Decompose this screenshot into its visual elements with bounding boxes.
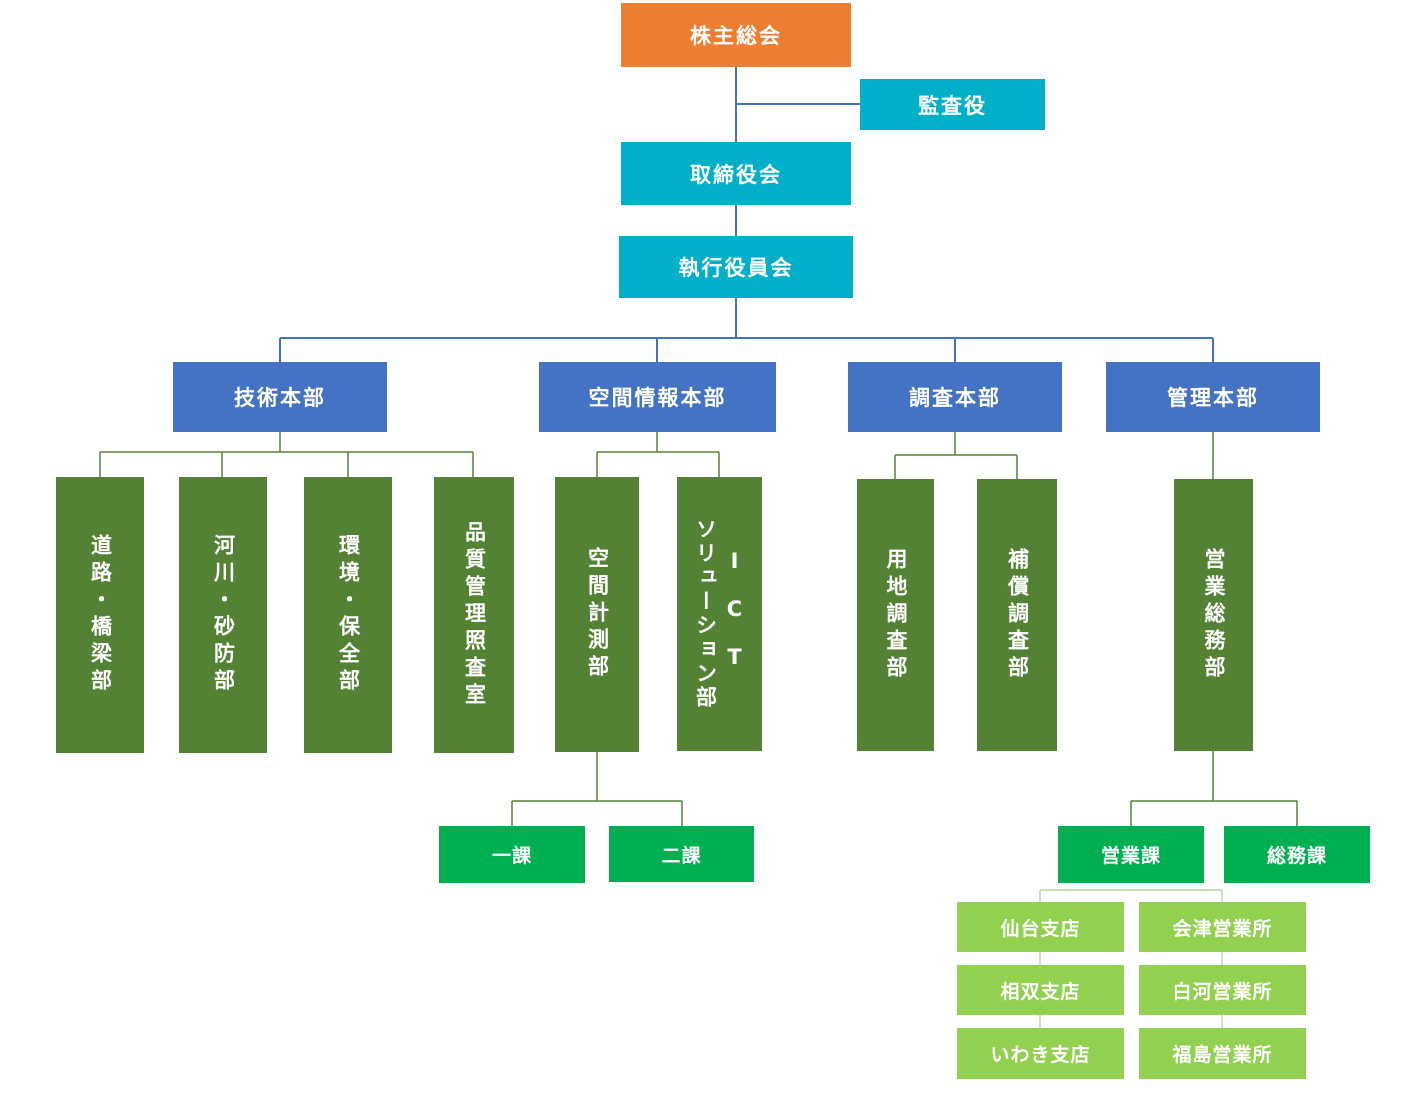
spatial-survey-dept-label: 空間計測部 (585, 547, 610, 682)
tech-hq-box: 技術本部 (173, 362, 387, 432)
shareholders-meeting-box: 株主総会 (621, 3, 851, 67)
auditor-label: 監査役 (918, 93, 987, 118)
shirakawa-office-box: 白河営業所 (1139, 965, 1306, 1015)
ict-solution-dept-label-line1: ICT (722, 549, 747, 693)
board-of-directors-label: 取締役会 (690, 162, 782, 187)
aizu-office-label: 会津営業所 (1172, 917, 1273, 940)
sales-section-label: 営業課 (1100, 845, 1161, 867)
sales-admin-dept-label: 営業総務部 (1202, 547, 1226, 683)
sendai-branch-box: 仙台支店 (957, 902, 1124, 952)
shareholders-meeting-label: 株主総会 (690, 24, 782, 48)
admin-hq-box: 管理本部 (1106, 362, 1320, 432)
auditor-box: 監査役 (860, 79, 1045, 130)
spatial-hq-label: 空間情報本部 (588, 386, 727, 410)
river-erosion-dept-box: 河川・砂防部 (179, 477, 267, 753)
ict-solution-dept-label-line2: ソリューション部 (693, 518, 718, 710)
land-survey-dept-box: 用地調査部 (857, 479, 934, 751)
sales-section-box: 営業課 (1058, 826, 1204, 883)
land-survey-dept-label: 用地調査部 (884, 547, 908, 683)
general-affairs-section-label: 総務課 (1266, 845, 1327, 867)
admin-hq-label: 管理本部 (1167, 386, 1259, 410)
executive-committee-label: 執行役員会 (678, 256, 794, 280)
survey-hq-label: 調査本部 (909, 386, 1001, 410)
spatial-hq-box: 空間情報本部 (539, 362, 776, 432)
section-1-label: 一課 (491, 845, 532, 867)
department-connectors (99, 432, 1298, 826)
section-1-box: 一課 (439, 826, 585, 883)
river-erosion-dept-label: 河川・砂防部 (211, 534, 236, 696)
soso-branch-box: 相双支店 (957, 965, 1124, 1015)
sales-admin-dept-box: 営業総務部 (1174, 479, 1253, 751)
board-of-directors-box: 取締役会 (621, 142, 851, 205)
compensation-survey-dept-box: 補償調査部 (977, 479, 1057, 751)
road-bridge-dept-label: 道路・橋梁部 (88, 534, 113, 696)
iwaki-branch-label: いわき支店 (990, 1044, 1091, 1066)
fukushima-office-box: 福島営業所 (1139, 1028, 1306, 1079)
soso-branch-label: 相双支店 (1000, 980, 1081, 1003)
compensation-survey-dept-label: 補償調査部 (1005, 547, 1030, 683)
environment-dept-box: 環境・保全部 (304, 477, 392, 753)
environment-dept-label: 環境・保全部 (336, 534, 361, 696)
general-affairs-section-box: 総務課 (1224, 826, 1370, 883)
fukushima-office-label: 福島営業所 (1172, 1044, 1273, 1066)
sendai-branch-label: 仙台支店 (1000, 917, 1081, 940)
executive-committee-box: 執行役員会 (619, 236, 853, 298)
governance-connectors (279, 67, 1214, 362)
road-bridge-dept-box: 道路・橋梁部 (56, 477, 144, 753)
iwaki-branch-box: いわき支店 (957, 1028, 1124, 1079)
aizu-office-box: 会津営業所 (1139, 902, 1306, 952)
tech-hq-label: 技術本部 (234, 386, 326, 410)
ict-solution-dept-box: ICT ソリューション部 (677, 477, 762, 751)
branch-connectors (1039, 889, 1223, 1028)
shirakawa-office-label: 白河営業所 (1172, 980, 1273, 1003)
section-2-box: 二課 (609, 826, 754, 882)
quality-review-office-box: 品質管理照査室 (434, 477, 514, 753)
spatial-survey-dept-box: 空間計測部 (555, 477, 639, 752)
section-2-label: 二課 (661, 844, 702, 867)
survey-hq-box: 調査本部 (848, 362, 1062, 432)
quality-review-office-label: 品質管理照査室 (462, 520, 487, 710)
